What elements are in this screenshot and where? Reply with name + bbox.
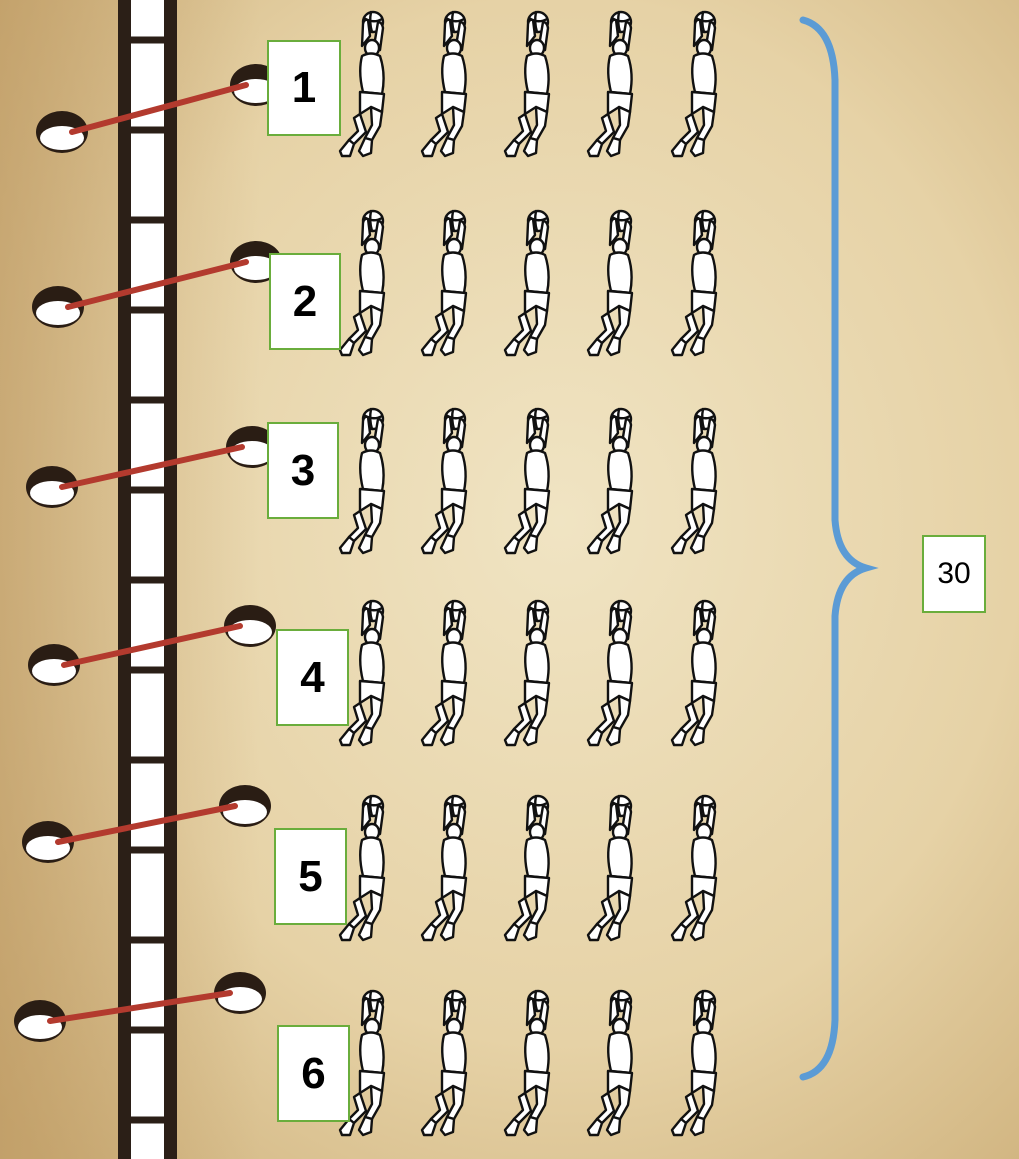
total-count-box: 30 xyxy=(922,535,986,613)
row-number-label: 3 xyxy=(267,422,339,519)
row-number-label: 1 xyxy=(267,40,341,136)
binding-hole-light xyxy=(228,620,272,644)
row-number-label: 6 xyxy=(277,1025,350,1122)
row-number-label: 2 xyxy=(269,253,341,350)
binding-hole-light xyxy=(218,987,262,1011)
row-number-label: 5 xyxy=(274,828,347,925)
binding-hole-light xyxy=(223,800,267,824)
notebook-spine xyxy=(118,0,177,1159)
row-number-label: 4 xyxy=(276,629,349,726)
